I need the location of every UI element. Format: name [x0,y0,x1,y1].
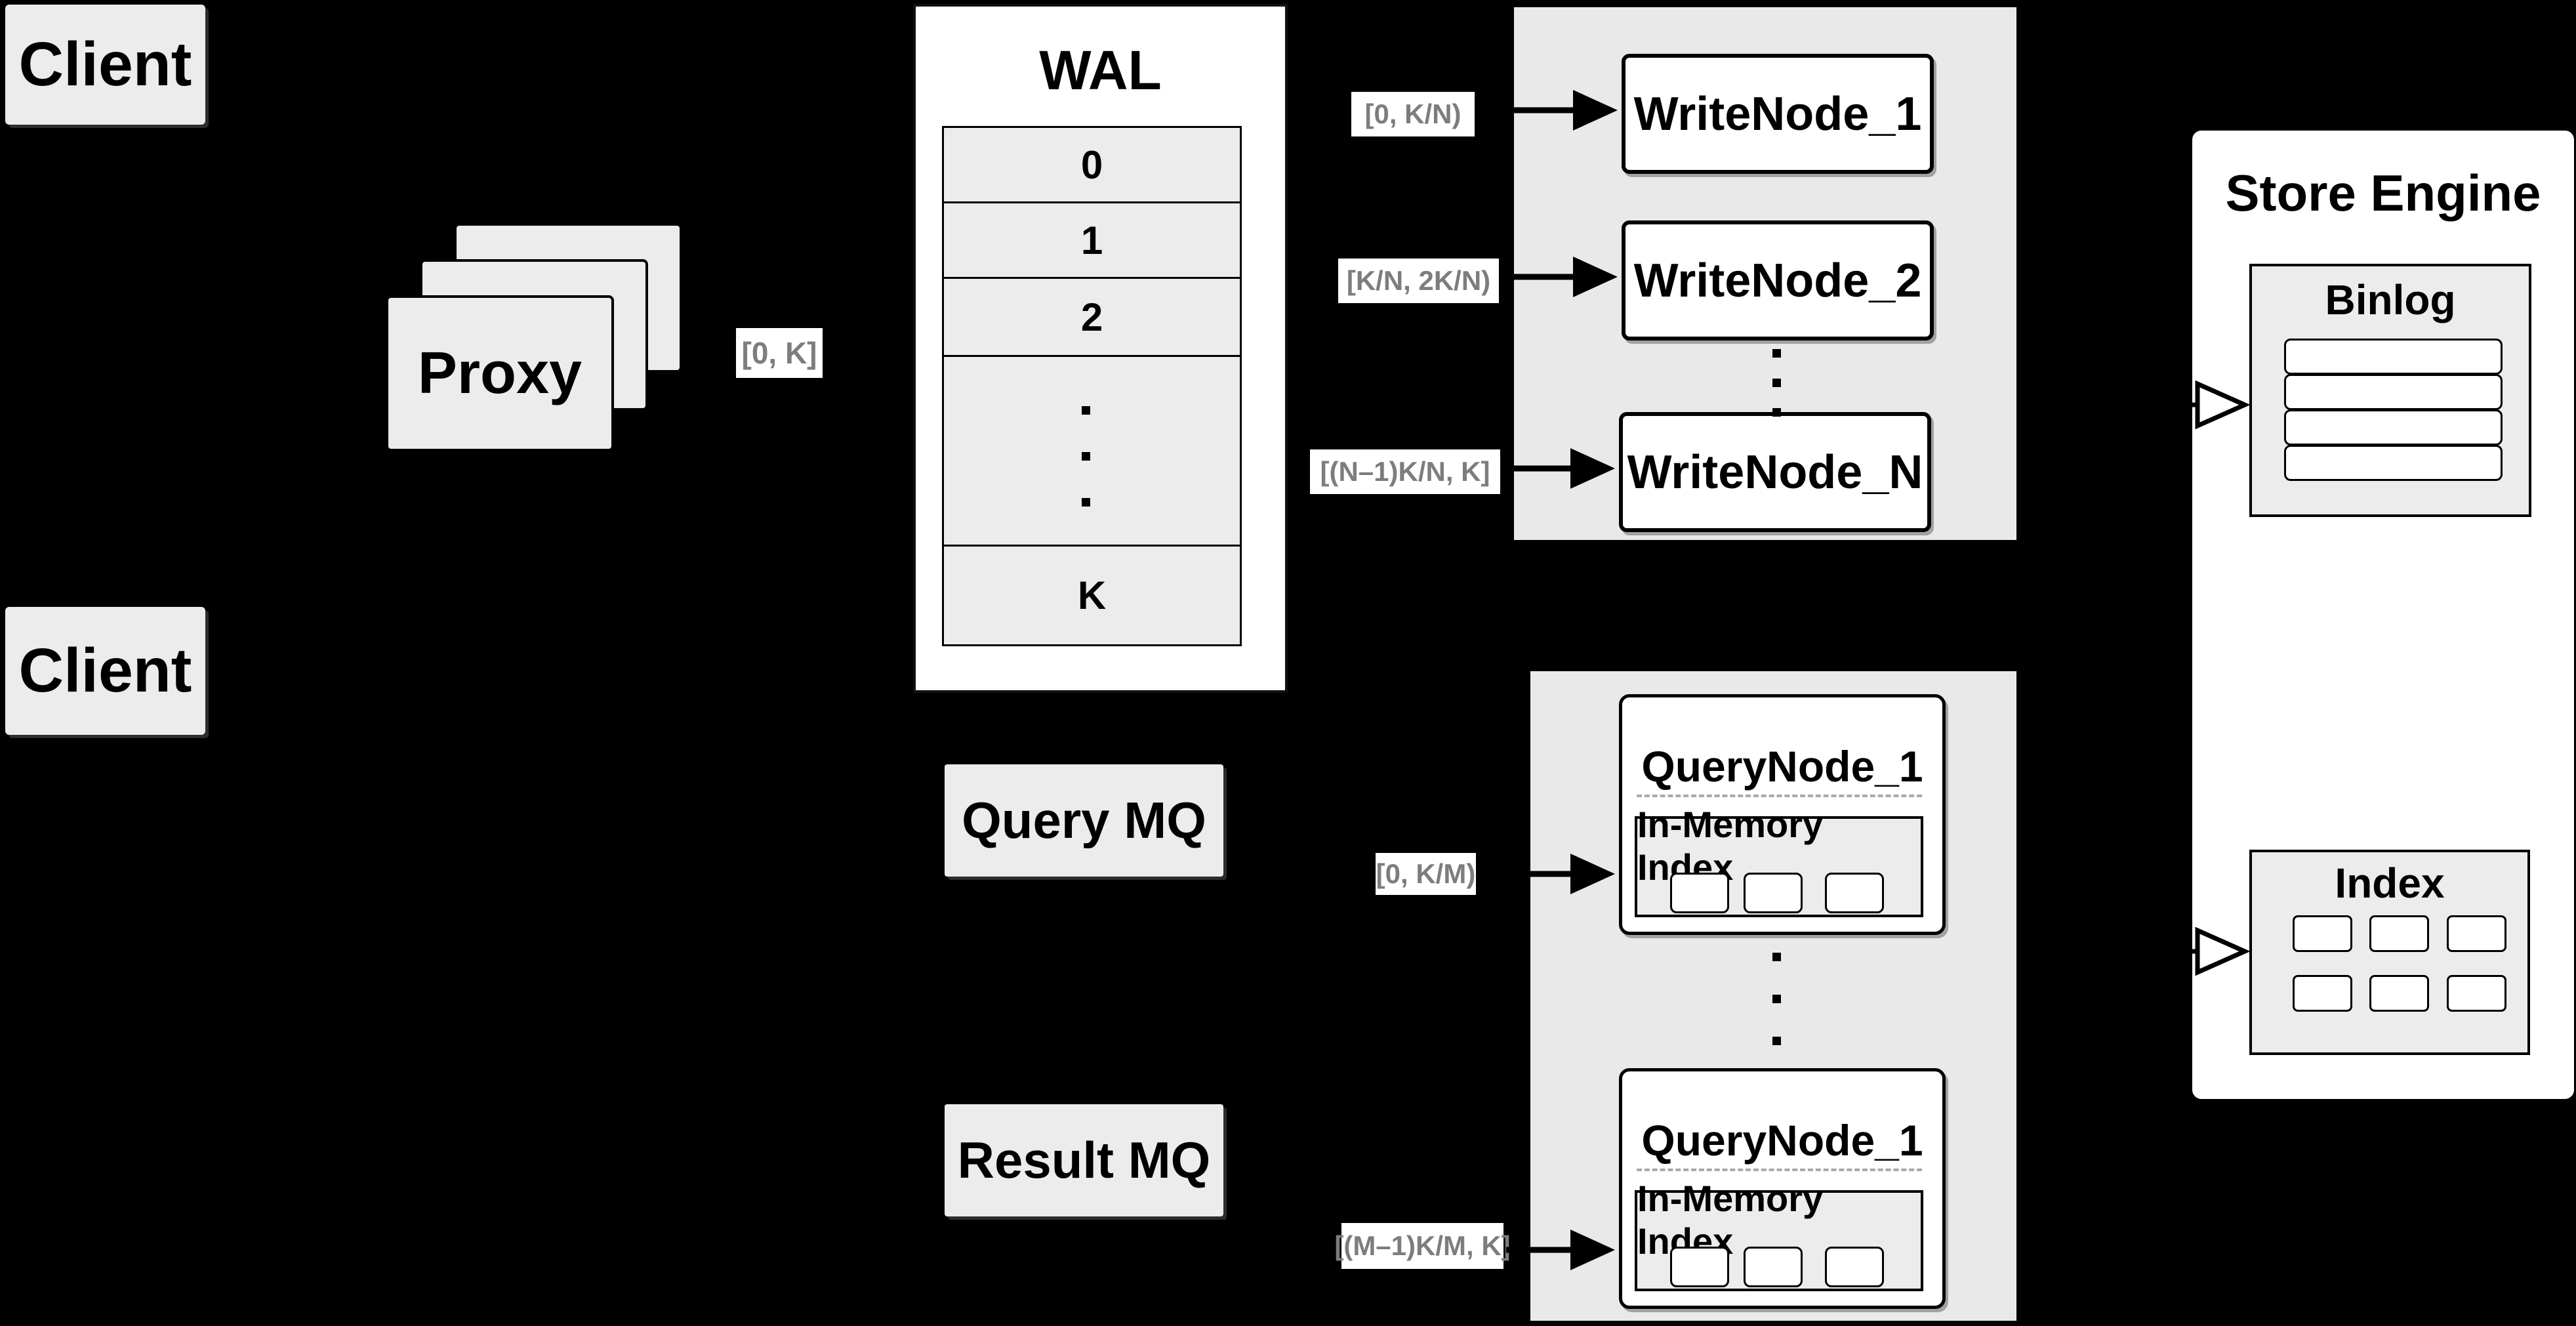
binlog-title: Binlog [2252,276,2529,324]
range-chip-write-1-text: [0, K/N) [1364,98,1462,129]
index-title: Index [2252,860,2527,907]
range-chip-proxy-out-text: [0, K] [741,336,817,370]
index-cell [2293,915,2352,952]
binlog-row [2284,374,2503,410]
query-mq-box: Query MQ [945,764,1223,877]
write-node-1-box: WriteNode_1 [1622,54,1934,174]
wal-row-k: K [944,547,1240,644]
client-top-label: Client [18,30,192,99]
query-node-2-title: QueryNode_1 [1622,1114,1942,1167]
segment-slot [1670,873,1729,913]
proxy-label: Proxy [417,340,583,406]
wal-ellipsis-dot [1082,452,1090,461]
query-panel-ellipsis-dot [1772,953,1781,961]
index-title-text: Index [2335,860,2445,907]
segment-slot [1825,873,1884,913]
range-chip-write-2-text: [K/N, 2K/N) [1346,265,1491,296]
range-chip-query-m: [(M–1)K/M, K] [1334,1223,1511,1269]
query-node-1-divider [1637,795,1922,797]
proxy-card-front: Proxy [386,295,614,451]
wal-ellipsis-dot [1082,406,1090,415]
range-chip-query-1: [0, K/M) [1376,853,1476,895]
segment-slot [1744,873,1803,913]
binlog-row [2284,445,2503,481]
wal-table: 0 1 2 K [942,126,1242,646]
write-panel-ellipsis-dot [1772,349,1781,358]
result-mq-box: Result MQ [945,1104,1223,1216]
range-chip-query-1-text: [0, K/M) [1376,858,1476,889]
segment-slot [1825,1247,1884,1287]
result-mq-label: Result MQ [957,1131,1211,1189]
index-cell [2447,915,2506,952]
range-chip-write-1: [0, K/N) [1351,92,1475,136]
write-node-n-label: WriteNode_N [1627,445,1923,499]
write-node-2-label: WriteNode_2 [1633,254,1922,307]
wal-row-2-text: 2 [1080,295,1103,339]
range-chip-write-n-text: [(N–1)K/N, K] [1320,456,1490,487]
query-panel-ellipsis-dot [1772,1037,1781,1045]
store-engine-title-text: Store Engine [2225,163,2541,222]
query-node-2-title-text: QueryNode_1 [1641,1116,1923,1165]
write-node-2-box: WriteNode_2 [1622,220,1934,341]
wal-title: WAL [916,39,1285,102]
client-bottom-label: Client [18,636,192,705]
range-chip-proxy-out: [0, K] [736,328,823,378]
index-cell [2369,975,2429,1012]
index-cell [2447,975,2506,1012]
wal-row-0: 0 [944,128,1240,203]
query-node-1-title-text: QueryNode_1 [1641,742,1923,791]
index-cell [2369,915,2429,952]
index-cell [2293,975,2352,1012]
store-engine-title: Store Engine [2192,163,2574,222]
in-memory-index-2-title: In-Memory Index [1637,1178,1921,1262]
binlog-row [2284,339,2503,375]
query-panel-ellipsis-dot [1772,995,1781,1003]
segment-slot [1744,1247,1803,1287]
segment-slot [1670,1247,1729,1287]
range-chip-write-2: [K/N, 2K/N) [1338,259,1499,303]
index-box: Index [2249,850,2530,1055]
write-panel-ellipsis-dot [1772,379,1781,387]
client-top-box: Client [5,5,205,125]
query-mq-label: Query MQ [962,791,1206,849]
write-node-n-box: WriteNode_N [1619,412,1931,532]
range-chip-query-m-text: [(M–1)K/M, K] [1334,1230,1511,1261]
wal-title-text: WAL [1039,39,1162,101]
write-node-1-label: WriteNode_1 [1633,87,1922,140]
in-memory-index-1-title: In-Memory Index [1637,804,1921,888]
write-panel-ellipsis-dot [1772,408,1781,417]
query-node-2-divider [1637,1169,1922,1171]
wal-row-0-text: 0 [1080,142,1103,187]
wal-row-2: 2 [944,279,1240,357]
wal-row-1-text: 1 [1080,218,1103,262]
client-bottom-box: Client [5,607,205,735]
binlog-title-text: Binlog [2325,276,2456,323]
wal-ellipsis-dot [1082,498,1090,507]
query-node-1-title: QueryNode_1 [1622,740,1942,793]
wal-row-1: 1 [944,203,1240,279]
binlog-row [2284,409,2503,445]
range-chip-write-n: [(N–1)K/N, K] [1310,449,1500,494]
wal-row-k-text: K [1077,573,1107,617]
wal-row-dots [944,357,1240,547]
